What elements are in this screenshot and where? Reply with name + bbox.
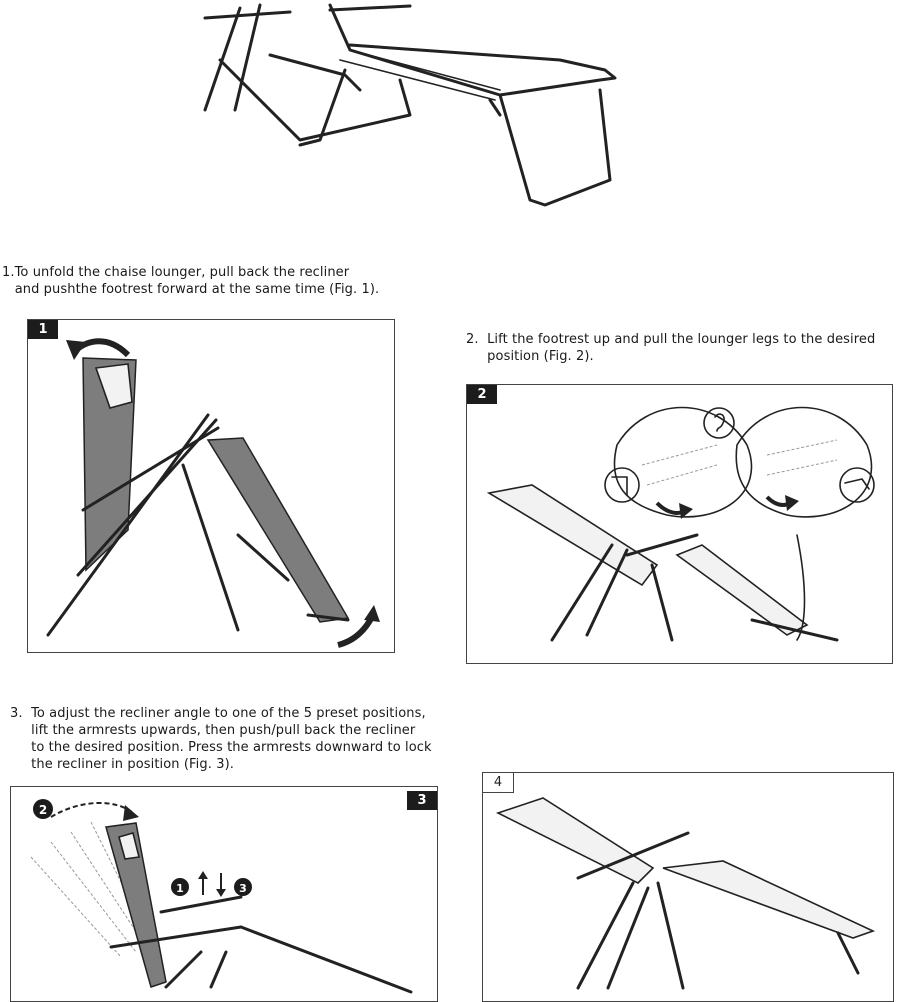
figure-1-number: 1: [28, 320, 58, 339]
figure-2-number: 2: [467, 385, 497, 404]
figure-1-illustration: [46, 338, 380, 648]
callout-3-badge: [234, 878, 252, 896]
top-lounger-illustration: [203, 3, 617, 207]
callout-2-badge: [33, 799, 53, 819]
step-3-text: 3. To adjust the recliner angle to one o…: [10, 706, 432, 772]
figure-2: 2: [466, 384, 893, 664]
figure-4-illustration: [495, 797, 876, 990]
lock-angle-icon-2: [839, 467, 875, 503]
figure-3-illustration: 2 1 3: [30, 799, 413, 994]
figure-2-illustration: [486, 406, 875, 642]
callout-3-label: 3: [239, 882, 247, 895]
ear-icon: [703, 407, 735, 439]
figure-4: 4: [482, 772, 894, 1002]
figure-1: 1: [27, 319, 395, 653]
step-1-text: 1.To unfold the chaise lounger, pull bac…: [2, 265, 380, 297]
lock-angle-icon: [604, 467, 640, 503]
figure-4-number: 4: [483, 773, 514, 793]
callout-2-label: 2: [39, 803, 47, 817]
figure-3: 3 2 1 3: [10, 786, 438, 1002]
callout-1-badge: [171, 878, 189, 896]
figure-3-number: 3: [407, 791, 437, 810]
callout-1-label: 1: [176, 882, 184, 895]
step-2-text: 2. Lift the footrest up and pull the lou…: [466, 332, 876, 364]
